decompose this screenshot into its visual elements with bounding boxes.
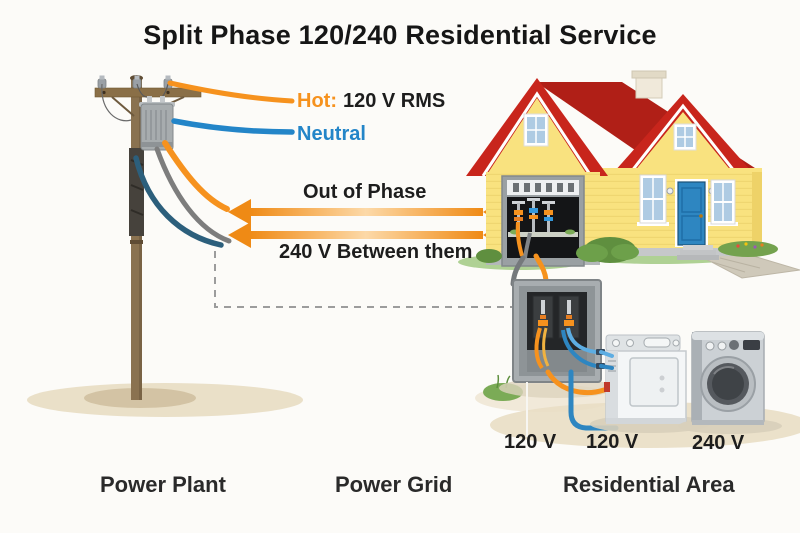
bushes <box>476 237 778 263</box>
window-left <box>637 174 669 226</box>
hot-label-prefix: Hot: <box>297 90 337 112</box>
neutral-wire <box>171 118 295 135</box>
neutral-drop-wire <box>133 155 224 248</box>
door-steps <box>677 245 719 260</box>
diagram-title: Split Phase 120/240 Residential Service <box>143 20 657 50</box>
front-door <box>675 179 708 247</box>
voltage-label-panel-hot1: 120 V <box>504 431 557 453</box>
pole-transformer <box>139 96 175 151</box>
section-label-power-plant: Power Plant <box>100 472 226 497</box>
neutral-wire-label: Neutral <box>297 123 366 145</box>
out-of-phase-label: Out of Phase <box>303 181 427 203</box>
power-pole <box>94 75 202 400</box>
hot-wire-label: Hot:120 V RMS <box>297 90 445 113</box>
hot-label-value: 120 V RMS <box>342 90 446 112</box>
appliance-neutral-wire <box>568 369 619 431</box>
washer-appliance <box>678 331 782 434</box>
section-label-residential-area: Residential Area <box>563 472 735 497</box>
panel-dryer-stub-2 <box>599 364 614 370</box>
house-meter-panel <box>501 175 585 267</box>
voltage-label-240: 240 V <box>692 432 745 454</box>
porch-lamp-left <box>666 187 674 195</box>
gable-window-left <box>523 113 549 147</box>
gable-window-right <box>673 123 697 151</box>
between-them-label: 240 V Between them <box>279 241 473 263</box>
panel-dryer-stub-1 <box>599 350 614 358</box>
gray-drop-wire <box>154 146 232 244</box>
pole-insulators <box>97 75 173 89</box>
window-right <box>708 179 738 226</box>
house <box>458 70 800 279</box>
section-label-power-grid: Power Grid <box>335 472 453 497</box>
voltage-label-panel-hot2: 120 V <box>586 431 639 453</box>
hot-drop-wire <box>162 140 230 212</box>
dryer-inlet-connector <box>604 382 610 392</box>
dashed-connection-line <box>214 251 512 308</box>
service-wire-hot <box>533 253 549 283</box>
dryer-appliance <box>590 334 710 433</box>
hot-wire <box>167 80 295 104</box>
